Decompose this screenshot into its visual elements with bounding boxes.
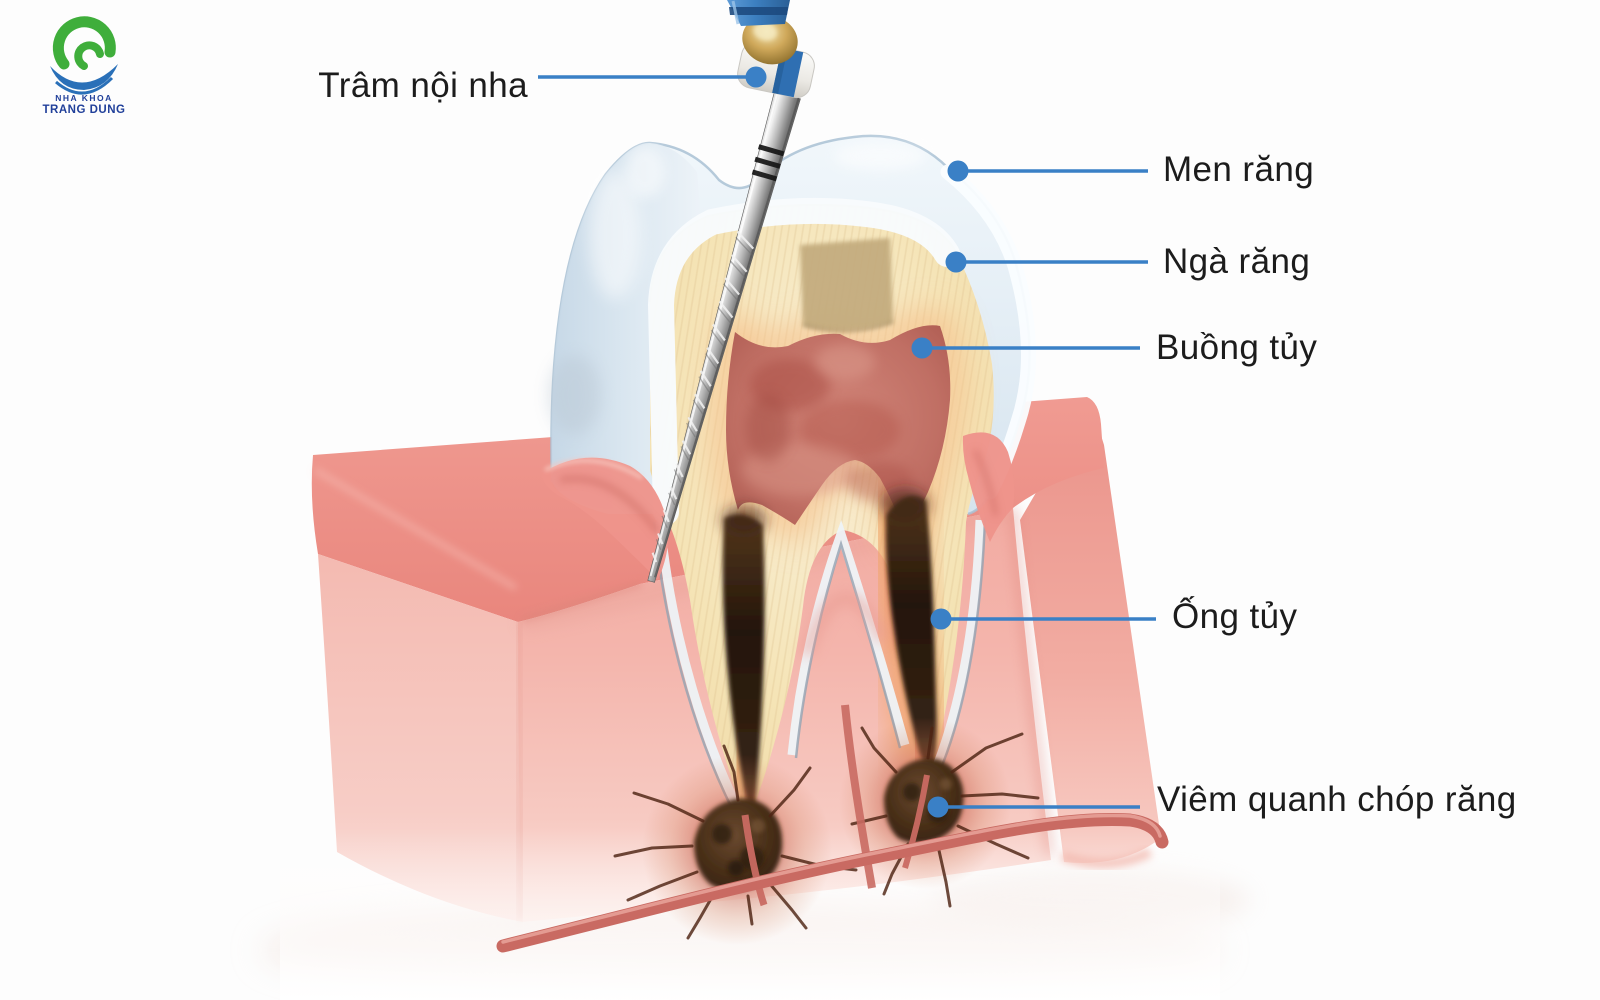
label-viem-quanh-chop-rang: Viêm quanh chóp răng [1157,780,1517,819]
file-handle [727,0,790,26]
file-gold-collar [742,15,798,65]
label-nga-rang: Ngà răng [1163,242,1311,281]
logo-text-line1: NHA KHOA [55,93,113,103]
access-cavity [800,238,893,330]
gum-right-face [1020,400,1161,863]
logo-crescent [50,64,118,90]
gingival-collar [541,432,1015,580]
clinic-logo: NHA KHOA TRANG DUNG [43,16,126,116]
pulp-chamber [726,325,951,530]
cut-enamel-band [647,197,960,525]
logo-text-line2: TRANG DUNG [43,104,126,116]
file-spiral-flutes [651,230,755,563]
main-blood-vessel [496,813,1169,953]
endodontic-file [647,0,815,583]
label-men-rang: Men răng [1163,150,1315,189]
label-tram-noi-nha: Trâm nội nha [318,66,528,105]
root-canal-right [885,495,937,767]
blood-vessels [496,704,1169,953]
inflammation-cracks [850,726,1040,908]
label-buong-tuy: Buồng tủy [1156,328,1318,367]
file-handle-band [729,7,788,15]
file-depth-rings [751,144,785,182]
label-ong-tuy: Ống tủy [1172,597,1298,636]
root-canal-left [722,514,765,806]
root-canals [722,489,937,806]
tooth-cross-section [549,134,1037,825]
logo-swoosh-icon [50,16,118,95]
